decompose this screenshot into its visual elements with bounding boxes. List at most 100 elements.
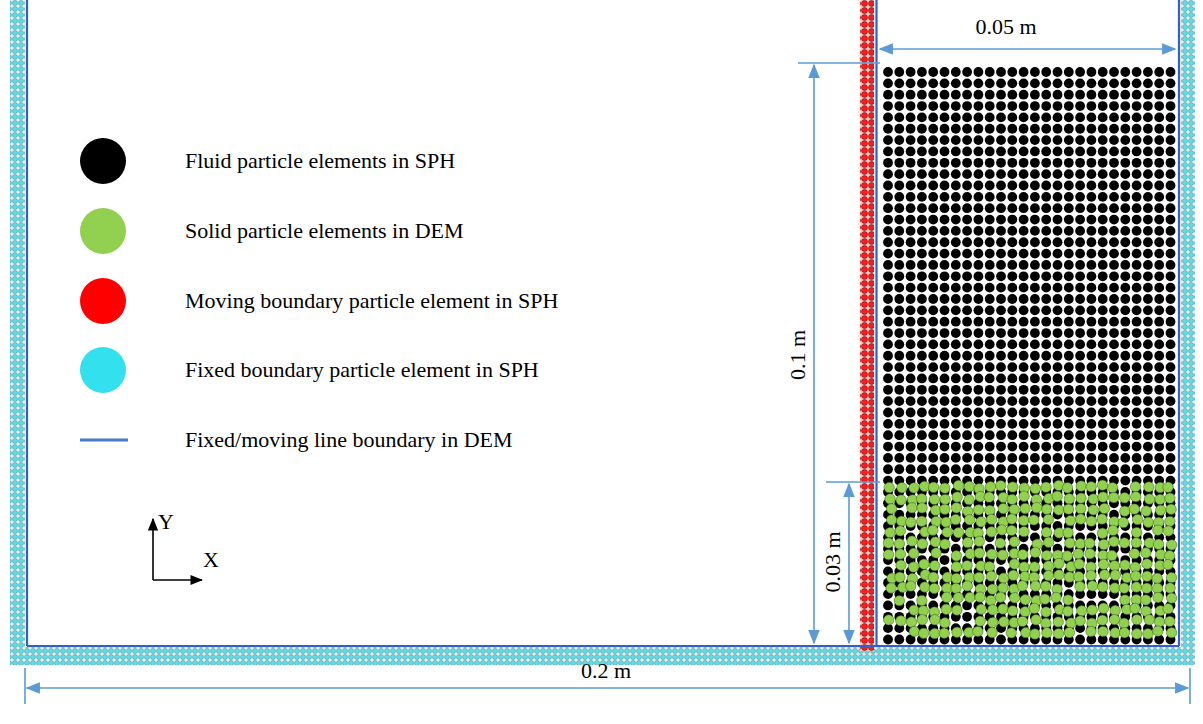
fluid-particle bbox=[1019, 260, 1029, 270]
solid-particle bbox=[884, 482, 894, 492]
fluid-particle bbox=[906, 442, 916, 452]
fluid-particle bbox=[1143, 328, 1153, 338]
solid-particle bbox=[998, 583, 1008, 593]
fluid-particle bbox=[1109, 317, 1119, 327]
fluid-particle bbox=[940, 78, 950, 88]
solid-particle bbox=[917, 503, 927, 513]
fluid-particle bbox=[951, 317, 961, 327]
fluid-particle bbox=[906, 271, 916, 281]
solid-particle bbox=[1142, 571, 1152, 581]
solid-particle bbox=[953, 592, 963, 602]
fluid-particle bbox=[951, 237, 961, 247]
solid-particle bbox=[962, 560, 972, 570]
dimension-label: 0.03 m bbox=[820, 531, 845, 592]
fluid-particle bbox=[906, 374, 916, 384]
fluid-particle bbox=[1087, 113, 1097, 123]
fluid-particle bbox=[1007, 101, 1017, 111]
solid-particle bbox=[973, 505, 983, 515]
fluid-particle bbox=[1064, 215, 1074, 225]
fluid-particle bbox=[1166, 124, 1176, 134]
fluid-particle bbox=[1109, 396, 1119, 406]
fluid-particle bbox=[1053, 453, 1063, 463]
fluid-particle bbox=[928, 340, 938, 350]
solid-particle bbox=[939, 628, 949, 638]
fluid-particle bbox=[951, 464, 961, 474]
solid-particle bbox=[884, 615, 894, 625]
solid-particle bbox=[1006, 525, 1016, 535]
fluid-particle bbox=[883, 249, 893, 259]
fluid-particle bbox=[1132, 430, 1142, 440]
fluid-particle bbox=[1132, 442, 1142, 452]
fluid-particle bbox=[1041, 203, 1051, 213]
fluid-particle bbox=[1154, 237, 1164, 247]
legend-text: Moving boundary particle element in SPH bbox=[185, 288, 558, 313]
fluid-particle bbox=[1166, 67, 1176, 77]
fluid-particle bbox=[883, 328, 893, 338]
fluid-particle bbox=[985, 78, 995, 88]
fluid-particle bbox=[962, 147, 972, 157]
fluid-particle bbox=[1075, 453, 1085, 463]
fluid-particle bbox=[951, 113, 961, 123]
fluid-particle bbox=[928, 124, 938, 134]
fluid-particle bbox=[928, 249, 938, 259]
fluid-particle bbox=[1109, 464, 1119, 474]
solid-particle bbox=[1041, 527, 1051, 537]
solid-particle bbox=[1153, 539, 1163, 549]
fluid-particle bbox=[1019, 90, 1029, 100]
fluid-particle bbox=[883, 362, 893, 372]
fluid-particle bbox=[951, 328, 961, 338]
fluid-particle bbox=[985, 294, 995, 304]
fluid-particle bbox=[1120, 328, 1130, 338]
fluid-particle bbox=[1053, 294, 1063, 304]
fluid-particle bbox=[1109, 351, 1119, 361]
fluid-particle bbox=[906, 283, 916, 293]
fluid-particle bbox=[917, 101, 927, 111]
solid-particle bbox=[998, 573, 1008, 583]
fluid-particle bbox=[951, 374, 961, 384]
solid-particle bbox=[965, 592, 975, 602]
fluid-particle bbox=[883, 453, 893, 463]
fluid-particle bbox=[1007, 78, 1017, 88]
fluid-particle bbox=[1120, 294, 1130, 304]
fluid-particle bbox=[1132, 113, 1142, 123]
fluid-particle bbox=[1019, 203, 1029, 213]
fluid-particle bbox=[894, 351, 904, 361]
solid-particle bbox=[1075, 581, 1085, 591]
fluid-particle bbox=[951, 90, 961, 100]
fluid-particle bbox=[974, 408, 984, 418]
fluid-particle bbox=[1154, 226, 1164, 236]
fluid-particle bbox=[1053, 169, 1063, 179]
fluid-particle bbox=[1007, 135, 1017, 145]
fluid-particle bbox=[1053, 90, 1063, 100]
solid-particle bbox=[987, 584, 997, 594]
solid-particle bbox=[1165, 583, 1175, 593]
fluid-particle bbox=[996, 317, 1006, 327]
fluid-particle bbox=[962, 464, 972, 474]
solid-particle bbox=[907, 503, 917, 513]
fluid-particle bbox=[1041, 169, 1051, 179]
fluid-particle bbox=[1075, 169, 1085, 179]
fluid-particle bbox=[1120, 396, 1130, 406]
fluid-particle bbox=[1132, 90, 1142, 100]
solid-particle bbox=[973, 626, 983, 636]
fluid-particle bbox=[996, 408, 1006, 418]
solid-particle bbox=[1144, 482, 1154, 492]
fluid-particle bbox=[1132, 396, 1142, 406]
solid-particle bbox=[896, 516, 906, 526]
fluid-particle bbox=[1143, 351, 1153, 361]
fluid-particle bbox=[1143, 192, 1153, 202]
fluid-particle bbox=[1109, 408, 1119, 418]
fluid-particle bbox=[1143, 453, 1153, 463]
fluid-particle bbox=[985, 317, 995, 327]
fluid-particle bbox=[1098, 453, 1108, 463]
solid-particle bbox=[985, 505, 995, 515]
solid-particle bbox=[986, 595, 996, 605]
fluid-particle bbox=[951, 169, 961, 179]
fluid-particle bbox=[962, 158, 972, 168]
solid-particle bbox=[928, 482, 938, 492]
fluid-particle bbox=[1030, 226, 1040, 236]
fluid-particle bbox=[1109, 226, 1119, 236]
solid-particle bbox=[995, 538, 1005, 548]
fluid-particle bbox=[1064, 396, 1074, 406]
fluid-particle bbox=[962, 192, 972, 202]
